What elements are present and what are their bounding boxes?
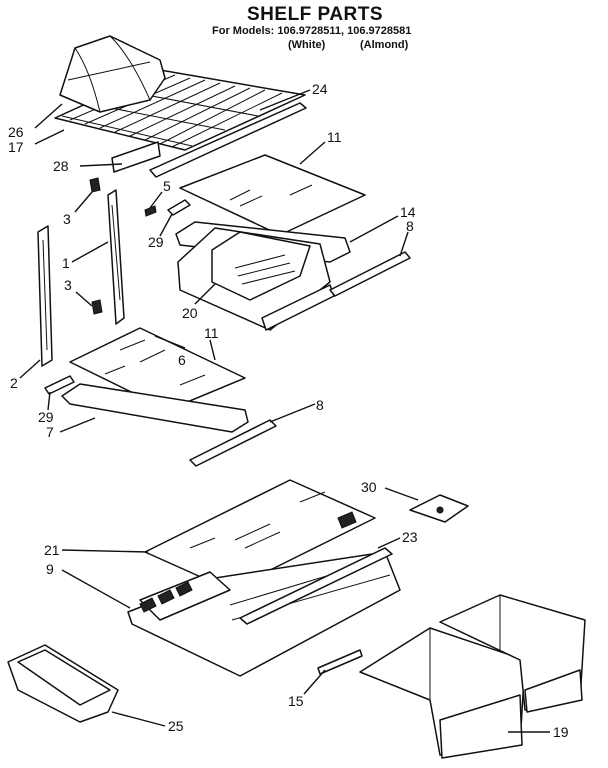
diagram-title: SHELF PARTS [247,4,384,25]
basket-top [59,35,166,113]
callout-19: 19 [553,724,569,740]
leader-lines [19,89,550,733]
callout-25: 25 [168,718,184,734]
shelf-ladder-rails [37,177,157,367]
drawer-trim [317,649,363,675]
callout-6: 6 [178,352,186,368]
callout-3-upper: 3 [63,211,71,227]
callout-17: 17 [8,139,24,155]
callout-3-lower: 3 [64,277,72,293]
callout-2: 2 [10,375,18,391]
callout-26: 26 [8,124,24,140]
callout-9: 9 [46,561,54,577]
callout-30: 30 [361,479,377,495]
callout-24: 24 [312,81,328,97]
callout-20: 20 [182,305,198,321]
callout-29-upper: 29 [148,234,164,250]
callout-5: 5 [163,178,171,194]
crisper-drawer-upper [177,227,335,331]
crisper-drawers [359,594,586,759]
glass-shelf-upper [179,154,366,236]
shelf-trim-rail [111,102,307,178]
crisper-cover-assembly [127,479,401,677]
variant-almond: (Almond) [360,39,409,51]
models-line: For Models: 106.9728511, 106.9728581 [212,25,412,37]
shelf-frame-lower [61,383,249,433]
callout-11-lower: 11 [204,325,219,341]
callout-1: 1 [62,255,70,271]
callout-21: 21 [44,542,60,558]
callout-15: 15 [288,693,304,709]
callout-7: 7 [46,424,54,440]
callout-14: 14 [400,204,416,220]
callout-29-lower: 29 [38,409,54,425]
callout-8-upper: 8 [406,218,414,234]
callout-28: 28 [53,158,69,174]
callout-23: 23 [402,529,418,545]
slide-rail-lower [189,419,277,467]
slide-rail-upper [329,251,411,297]
divider-bar [239,547,393,625]
callout-labels: 24 26 17 11 28 5 3 29 14 8 1 3 20 11 6 2… [8,81,569,740]
callout-8-lower: 8 [316,397,324,413]
callout-11-upper: 11 [327,129,342,145]
dairy-bin [7,644,119,723]
variant-white: (White) [288,39,326,51]
